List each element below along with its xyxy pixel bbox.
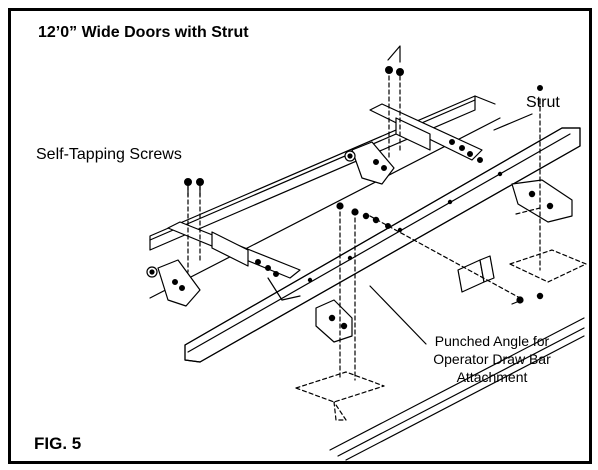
leader-lines — [369, 113, 533, 345]
label-punched-angle-line2: Operator Draw Bar — [433, 351, 551, 367]
label-strut: Strut — [526, 94, 560, 111]
screws-angle — [336, 84, 544, 305]
label-punched-angle-line3: Attachment — [456, 369, 528, 385]
screws-middle — [385, 45, 405, 76]
label-self-tapping-screws: Self-Tapping Screws — [36, 146, 182, 163]
figure-title: 12’0” Wide Doors with Strut — [38, 24, 249, 41]
punched-angle — [184, 127, 581, 363]
label-punched-angle-line1: Punched Angle for — [434, 333, 550, 349]
draw-bar-plate — [457, 255, 495, 293]
lower-left-foot-bracket — [315, 299, 353, 343]
figure-frame — [8, 8, 592, 464]
label-punched-angle: Punched Angle for Operator Draw Bar Atta… — [412, 332, 572, 386]
right-foot-bracket — [511, 179, 573, 223]
footprint-boxes — [295, 249, 587, 421]
door-panel-lines — [149, 117, 585, 461]
fastener-center-lines — [187, 75, 541, 381]
figure-number: FIG. 5 — [34, 434, 82, 453]
strut — [149, 95, 496, 251]
screws-left — [184, 178, 205, 197]
left-hinge-bracket — [146, 221, 301, 307]
middle-hinge-bracket — [344, 103, 484, 185]
